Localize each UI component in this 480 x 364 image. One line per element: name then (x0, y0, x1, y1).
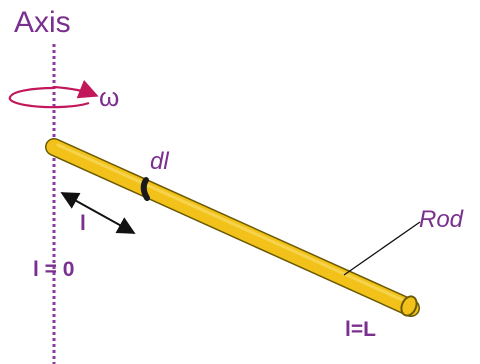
rod-leader-line (343, 221, 421, 276)
l-zero-label: l = 0 (33, 258, 75, 281)
rotation-arrow-back (10, 86, 55, 97)
rotation-arrow-head (53, 79, 99, 99)
rod-end-cap (400, 295, 418, 317)
l-end-label: l=L (345, 318, 376, 341)
distance-arrow (60, 192, 136, 234)
distance-l-label: l (80, 212, 86, 235)
element-dl-band (140, 177, 150, 201)
rod-label: Rod (419, 206, 464, 233)
rod (45, 138, 420, 317)
dl-label: dl (150, 148, 169, 175)
rotation-arrow-front (8, 95, 90, 109)
axis-label: Axis (14, 6, 71, 39)
omega-label: ω (99, 82, 120, 112)
